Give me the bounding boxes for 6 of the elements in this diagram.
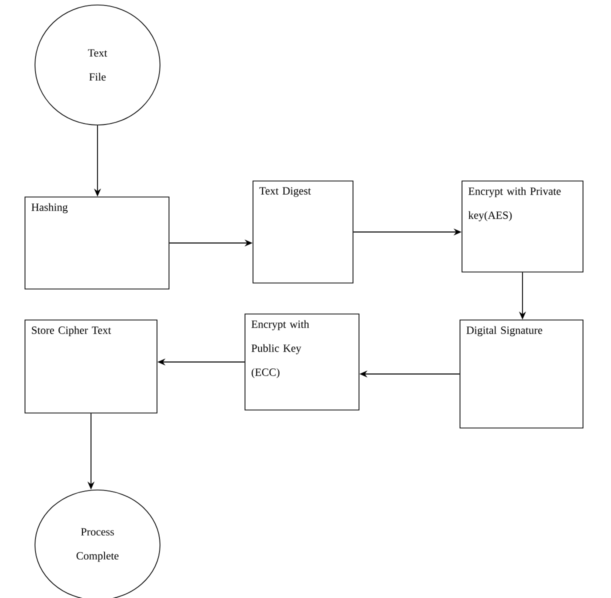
process-box: Encrypt with Private key(AES) bbox=[462, 180, 584, 272]
process-box: Encrypt with Public Key (ECC) bbox=[244, 314, 360, 410]
process-box: Hashing bbox=[24, 196, 170, 290]
process-box: Store Cipher Text bbox=[24, 320, 158, 414]
process-box: Digital Signature bbox=[460, 320, 584, 428]
process-box: Text Digest bbox=[252, 180, 354, 284]
